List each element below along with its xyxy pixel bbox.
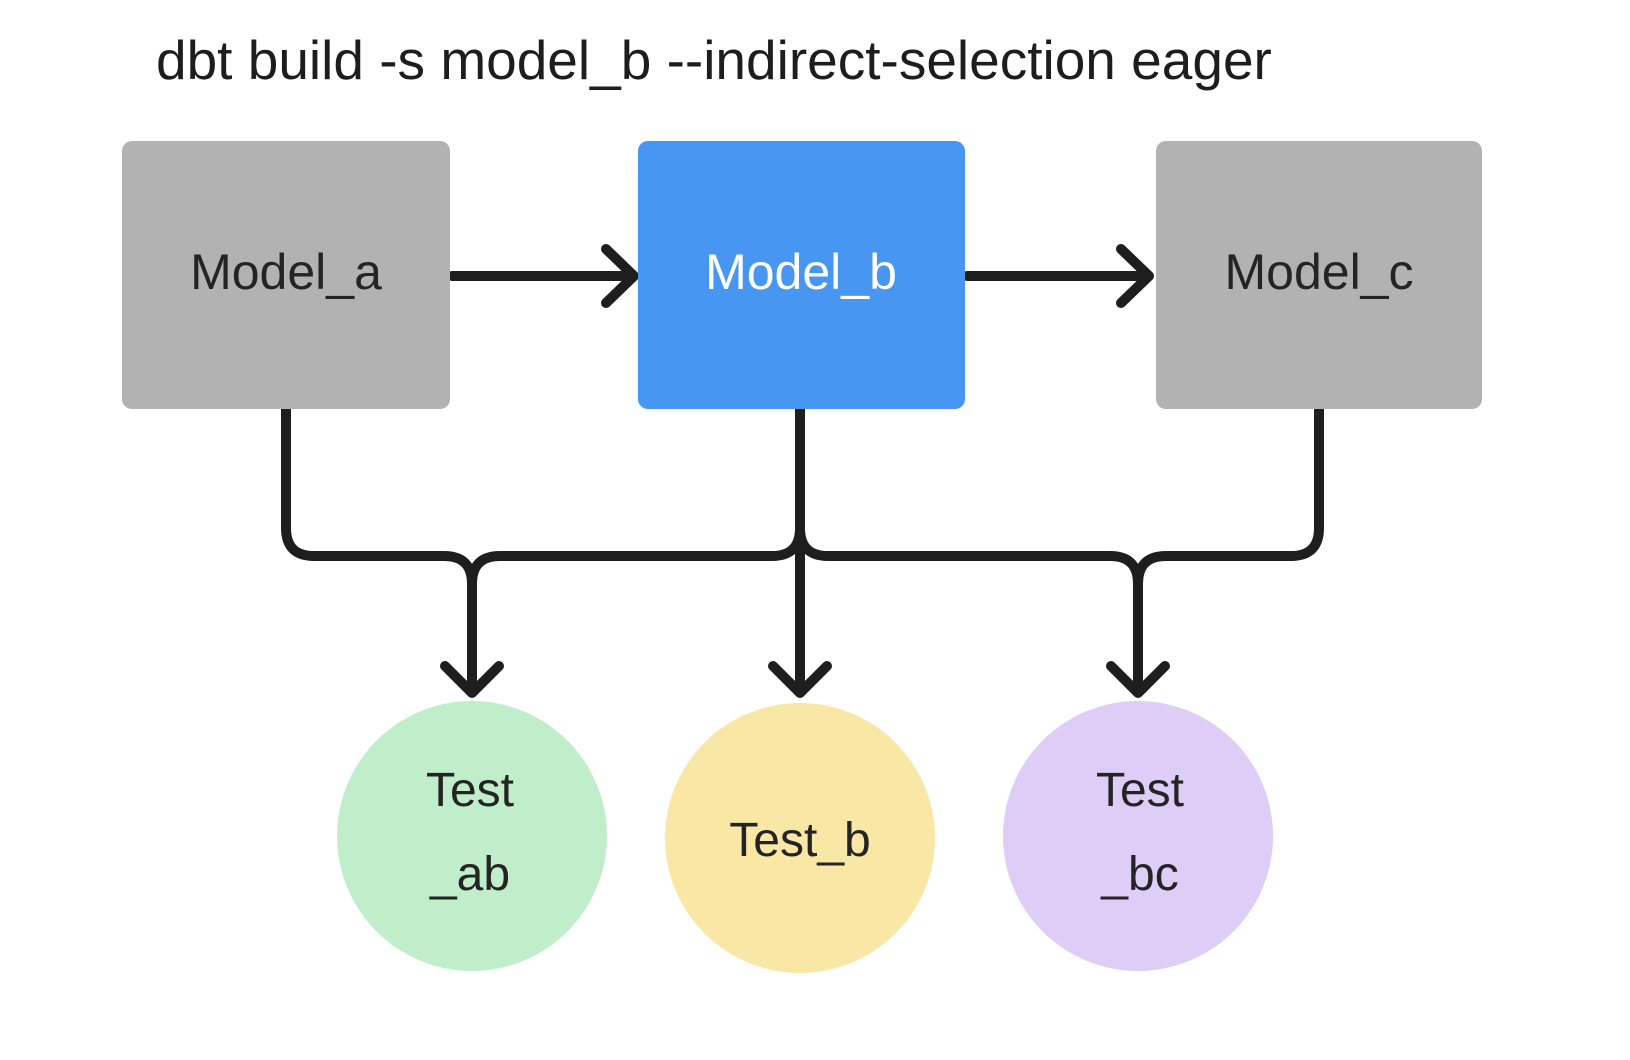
arrowhead-right-model-b [601,244,639,308]
node-test-bc [1003,701,1273,971]
arrowhead-down-test-bc [1106,661,1170,698]
arrowhead-down-test-b [768,661,832,698]
arrowhead-right-model-c [1116,244,1154,308]
node-test-ab-label-line1: Test [426,764,514,817]
edge-model-b-to-test-ab [467,404,805,692]
node-test-b-label: Test_b [729,814,870,867]
node-test-bc-label-line2: _bc [1100,848,1178,901]
node-model-a [122,141,450,409]
edge-model-a-to-test-ab [281,404,477,692]
node-test-ab-label-line2: _ab [429,848,510,901]
edge-layer [281,244,1324,698]
node-test-bc-label-line1: Test [1096,764,1184,817]
node-model-b [638,141,965,409]
edge-model-b-to-test-bc [795,404,1143,692]
arrowhead-down-test-ab [440,661,504,698]
node-model-a-label: Model_a [190,244,382,300]
node-model-c-label: Model_c [1225,244,1414,300]
node-model-c [1156,141,1482,409]
edge-model-c-to-test-bc [1133,404,1324,692]
node-test-b [665,703,935,973]
node-model-b-label: Model_b [705,244,897,300]
diagram-title: dbt build -s model_b --indirect-selectio… [156,29,1272,91]
node-test-ab [337,701,607,971]
